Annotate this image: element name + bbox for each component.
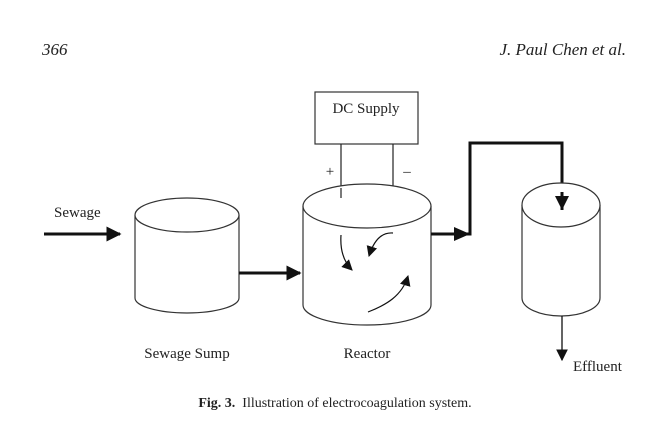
- effluent-label: Effluent: [573, 359, 623, 375]
- dc-supply-box: [314, 91, 419, 145]
- settler-inlet-arrow: [555, 196, 569, 210]
- caption-text: Illustration of electrocoagulation syste…: [242, 396, 472, 411]
- page-number: 366: [42, 40, 68, 59]
- mixing-arrow: [340, 234, 353, 271]
- running-head: J. Paul Chen et al.: [499, 40, 626, 59]
- mixing-arrow: [367, 274, 411, 313]
- pipe-arrow-head: [454, 227, 470, 241]
- sewage-sump-label: Sewage Sump: [144, 346, 229, 362]
- sewage-sump: [134, 197, 240, 314]
- figure-caption: Fig. 3. Illustration of electrocoagulati…: [0, 396, 670, 412]
- positive-sign: +: [326, 164, 334, 180]
- reactor: [302, 183, 432, 326]
- dc-supply: DC Supply: [314, 91, 419, 145]
- reactor-label: Reactor: [344, 346, 391, 362]
- negative-sign: –: [402, 164, 411, 180]
- sewage-input-label: Sewage: [54, 205, 101, 221]
- dc-supply-label: DC Supply: [332, 101, 400, 117]
- mixing-arrow: [366, 232, 394, 258]
- figure-number: Fig. 3.: [198, 396, 236, 411]
